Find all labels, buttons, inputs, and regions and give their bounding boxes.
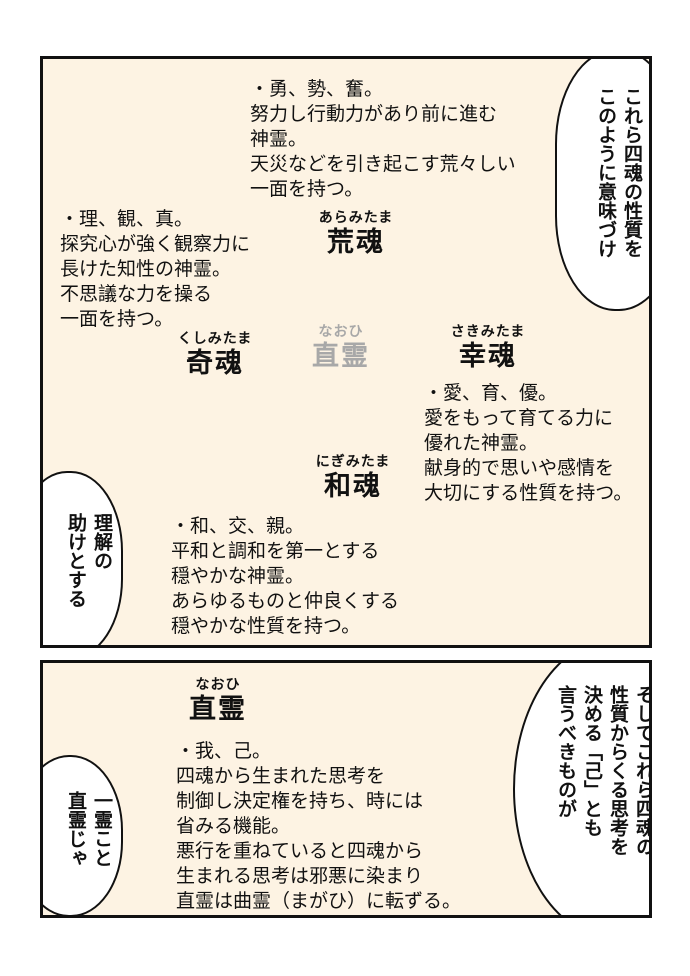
speech-bubble-left: 一霊こと 直霊じゃ (43, 755, 123, 915)
description-line: ・理、観、真。 (60, 208, 194, 230)
description-line: 神霊。 (250, 128, 308, 150)
speech-line: このように意味づけ (595, 87, 617, 258)
description-line: 省みる機能。 (176, 815, 291, 837)
sakimitama-name: 幸魂 (459, 341, 517, 372)
aramitama-ruby: あらみたま (318, 210, 394, 226)
description-line: ・愛、育、優。 (424, 382, 558, 404)
description-line: 不思議な力を操る (60, 283, 213, 305)
naohi-description: ・我、己。 四魂から生まれた思考を 制御し決定権を持ち、時には 省みる機能。 悪… (176, 739, 461, 914)
kushimitama-label: くしみたま 奇魂 (160, 330, 270, 380)
aramitama-description: ・勇、勢、奮。 努力し行動力があり前に進む 神霊。 天災などを引き起こす荒々しい… (250, 77, 516, 202)
description-line: 悪行を重ねていると四魂から (176, 840, 424, 862)
naohi-name: 直霊 (189, 694, 247, 725)
speech-bubble-right: そしてこれら四魂の 性質からくる思考を 決める「己」とも 言うべきものが (513, 663, 652, 915)
naohi-ruby: なおひ (318, 324, 364, 340)
speech-line: 直霊じゃ (65, 791, 87, 867)
nigimitama-name: 和魂 (324, 471, 382, 502)
speech-text: そしてこれら四魂の 性質からくる思考を 決める「己」とも 言うべきものが (553, 685, 652, 856)
nigimitama-description: ・和、交、親。 平和と調和を第一とする 穏やかな神霊。 あらゆるものと仲良くする… (171, 514, 399, 639)
description-line: 四魂から生まれた思考を (176, 765, 386, 787)
description-line: 優れた神霊。 (424, 432, 539, 454)
speech-line: そしてこれら四魂の (633, 685, 652, 856)
speech-bubble-top-right: これら四魂の性質を このように意味づけ (555, 59, 649, 311)
nigimitama-ruby: にぎみたま (315, 454, 391, 470)
kushimitama-name: 奇魂 (186, 348, 244, 379)
description-line: 長けた知性の神霊。 (60, 258, 232, 280)
description-line: 愛をもって育てる力に (424, 407, 614, 429)
naohi-name: 直霊 (312, 341, 370, 372)
speech-text: 一霊こと 直霊じゃ (63, 791, 115, 867)
kushimitama-description: ・理、観、真。 探究心が強く観察力に 長けた知性の神霊。 不思議な力を操る 一面… (60, 207, 250, 332)
sakimitama-label: さきみたま 幸魂 (428, 323, 548, 373)
speech-line: 決める「己」とも (581, 685, 603, 837)
speech-line: これら四魂の性質を (621, 87, 643, 258)
description-line: 一面を持つ。 (60, 308, 174, 330)
description-line: 穏やかな神霊。 (171, 565, 305, 587)
kushimitama-ruby: くしみたま (177, 331, 253, 347)
description-line: ・我、己。 (176, 740, 272, 762)
speech-text: これら四魂の性質を このように意味づけ (593, 87, 645, 258)
speech-bubble-left: 理解の 助けとする (43, 471, 123, 645)
description-line: 穏やかな性質を持つ。 (171, 615, 361, 637)
description-line: 献身的で思いや感情を (424, 457, 615, 479)
manga-panel-2: なおひ 直霊 ・我、己。 四魂から生まれた思考を 制御し決定権を持ち、時には 省… (40, 660, 652, 918)
description-line: 平和と調和を第一とする (171, 540, 380, 562)
nigimitama-label: にぎみたま 和魂 (293, 453, 413, 503)
aramitama-name: 荒魂 (327, 227, 385, 258)
speech-line: 理解の (91, 513, 113, 570)
speech-line: 助けとする (65, 513, 87, 608)
aramitama-label: あらみたま 荒魂 (301, 209, 411, 259)
sakimitama-ruby: さきみたま (450, 324, 526, 340)
naohi-center-label: なおひ 直霊 (301, 323, 381, 373)
description-line: 天災などを引き起こす荒々しい (250, 153, 516, 175)
description-line: ・勇、勢、奮。 (250, 78, 384, 100)
speech-line: 言うべきものが (555, 685, 577, 818)
description-line: 制御し決定権を持ち、時には (176, 790, 424, 812)
description-line: 生まれる思考は邪悪に染まり (176, 865, 424, 887)
description-line: 努力し行動力があり前に進む (250, 103, 498, 125)
sakimitama-description: ・愛、育、優。 愛をもって育てる力に 優れた神霊。 献身的で思いや感情を 大切に… (424, 381, 632, 506)
description-line: 大切にする性質を持つ。 (424, 482, 633, 504)
description-line: あらゆるものと仲良くする (171, 590, 400, 612)
naohi-ruby: なおひ (195, 677, 241, 693)
speech-line: 一霊こと (91, 791, 113, 867)
naohi-label: なおひ 直霊 (178, 676, 258, 726)
description-line: 直霊は曲霊（まがひ）に転ずる。 (176, 890, 462, 912)
speech-line: 性質からくる思考を (607, 685, 629, 856)
description-line: 一面を持つ。 (250, 178, 364, 200)
description-line: 探究心が強く観察力に (60, 233, 251, 255)
description-line: ・和、交、親。 (171, 515, 305, 537)
speech-text: 理解の 助けとする (63, 513, 115, 608)
manga-panel-1: ・勇、勢、奮。 努力し行動力があり前に進む 神霊。 天災などを引き起こす荒々しい… (40, 56, 652, 648)
